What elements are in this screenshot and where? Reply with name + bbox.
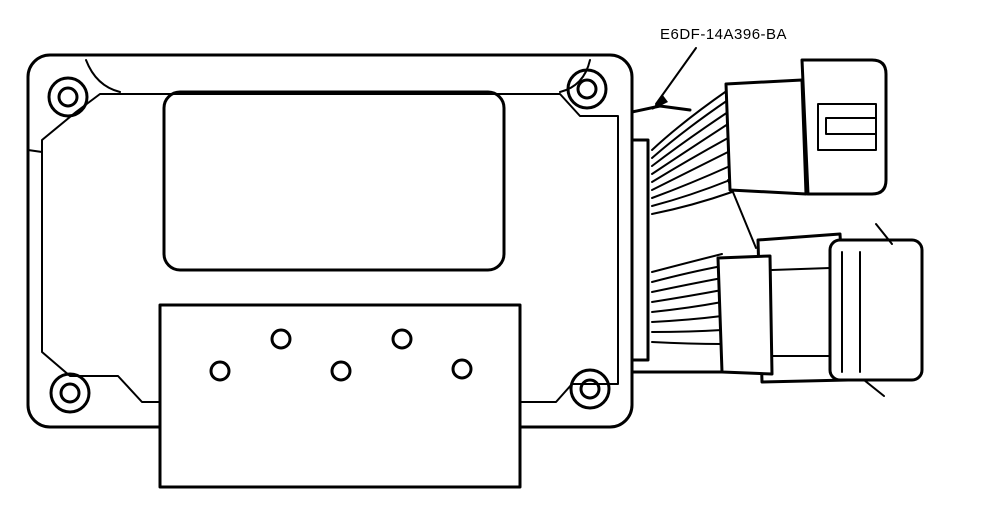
- upper-connector: [724, 58, 888, 196]
- lower-wire-bundle: [651, 253, 723, 345]
- plate-holes: [209, 328, 473, 382]
- mounting-holes: [47, 68, 611, 414]
- mounting-plate: [158, 303, 522, 489]
- upper-wire-bundle: [651, 89, 757, 249]
- leader-arrow-head: [652, 94, 668, 110]
- lower-connector: [716, 223, 924, 397]
- part-number-label: E6DF-14A396-BA: [660, 26, 788, 43]
- label-window: [162, 90, 506, 272]
- label-leader-line: [655, 47, 697, 105]
